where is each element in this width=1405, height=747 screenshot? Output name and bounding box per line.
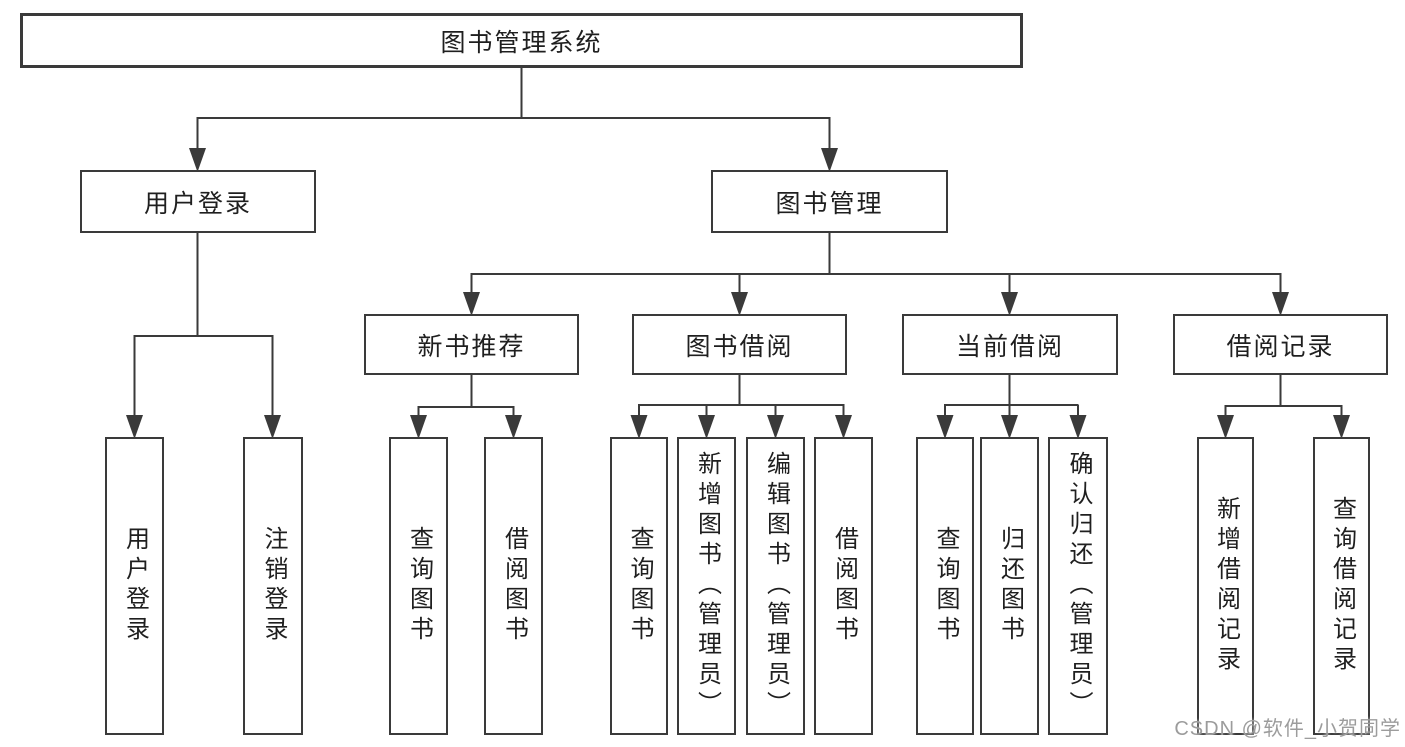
arrow-down-icon — [1001, 415, 1018, 439]
arrow-down-icon — [1001, 292, 1018, 316]
arrow-down-icon — [126, 415, 143, 439]
node-borrowing-records: 借阅记录 — [1173, 314, 1388, 375]
node-label: 当前借阅 — [955, 332, 1064, 361]
arrow-down-icon — [505, 415, 522, 439]
arrow-down-icon — [630, 415, 648, 439]
arrow-down-icon — [463, 292, 480, 316]
arrow-down-icon — [410, 415, 427, 439]
node-label: 图书借阅 — [685, 332, 794, 361]
leaf-query-borrow-record: 查询借阅记录 — [1313, 437, 1370, 735]
leaf-logout: 注销登录 — [243, 437, 303, 735]
arrow-down-icon — [189, 148, 206, 172]
leaf-query-books: 查询图书 — [610, 437, 668, 735]
node-current-borrowing: 当前借阅 — [902, 314, 1118, 375]
node-label: 查询图书 — [626, 526, 653, 646]
leaf-query-books: 查询图书 — [916, 437, 974, 735]
arrow-down-icon — [1069, 415, 1087, 439]
node-label: 用户登录 — [143, 189, 252, 218]
node-user-login: 用户登录 — [80, 170, 316, 233]
leaf-add-books-admin: 新增图书（管理员） — [677, 437, 736, 735]
node-label: 图书管理系统 — [440, 28, 603, 57]
node-book-management: 图书管理 — [711, 170, 948, 233]
arrow-down-icon — [936, 415, 954, 439]
arrow-down-icon — [821, 148, 838, 172]
node-label: 用户登录 — [121, 526, 149, 646]
node-label: 图书管理 — [775, 189, 884, 218]
node-label: 借阅图书 — [830, 526, 858, 646]
node-new-book-recommendation: 新书推荐 — [364, 314, 579, 375]
node-label: 查询图书 — [932, 526, 959, 646]
csdn-watermark: CSDN @软件_小贺同学 — [1174, 718, 1401, 740]
leaf-user-login: 用户登录 — [105, 437, 164, 735]
leaf-add-borrow-record: 新增借阅记录 — [1197, 437, 1254, 735]
arrow-down-icon — [835, 415, 852, 439]
node-library-management-system: 图书管理系统 — [20, 13, 1023, 68]
node-label: 编辑图书（管理员） — [762, 451, 790, 721]
node-label: 新增图书（管理员） — [693, 451, 721, 721]
leaf-borrow-books: 借阅图书 — [814, 437, 873, 735]
arrow-down-icon — [1333, 415, 1350, 439]
arrow-down-icon — [767, 415, 784, 439]
node-label: 归还图书 — [996, 526, 1024, 646]
leaf-return-books: 归还图书 — [980, 437, 1039, 735]
leaf-query-books: 查询图书 — [389, 437, 448, 735]
leaf-edit-books-admin: 编辑图书（管理员） — [746, 437, 805, 735]
leaf-confirm-return-admin: 确认归还（管理员） — [1048, 437, 1108, 735]
node-label: 借阅记录 — [1226, 332, 1335, 361]
node-label: 借阅图书 — [500, 526, 528, 646]
node-label: 新书推荐 — [417, 332, 526, 361]
arrow-down-icon — [1272, 292, 1289, 316]
node-label: 新增借阅记录 — [1212, 496, 1240, 676]
node-label: 注销登录 — [260, 526, 287, 646]
arrow-down-icon — [698, 415, 715, 439]
node-label: 确认归还（管理员） — [1065, 451, 1092, 721]
leaf-borrow-books: 借阅图书 — [484, 437, 543, 735]
node-label: 查询借阅记录 — [1328, 496, 1356, 676]
node-label: 查询图书 — [405, 526, 433, 646]
arrow-down-icon — [731, 292, 748, 316]
arrow-down-icon — [1217, 415, 1234, 439]
node-book-borrowing: 图书借阅 — [632, 314, 847, 375]
arrow-down-icon — [264, 415, 281, 439]
